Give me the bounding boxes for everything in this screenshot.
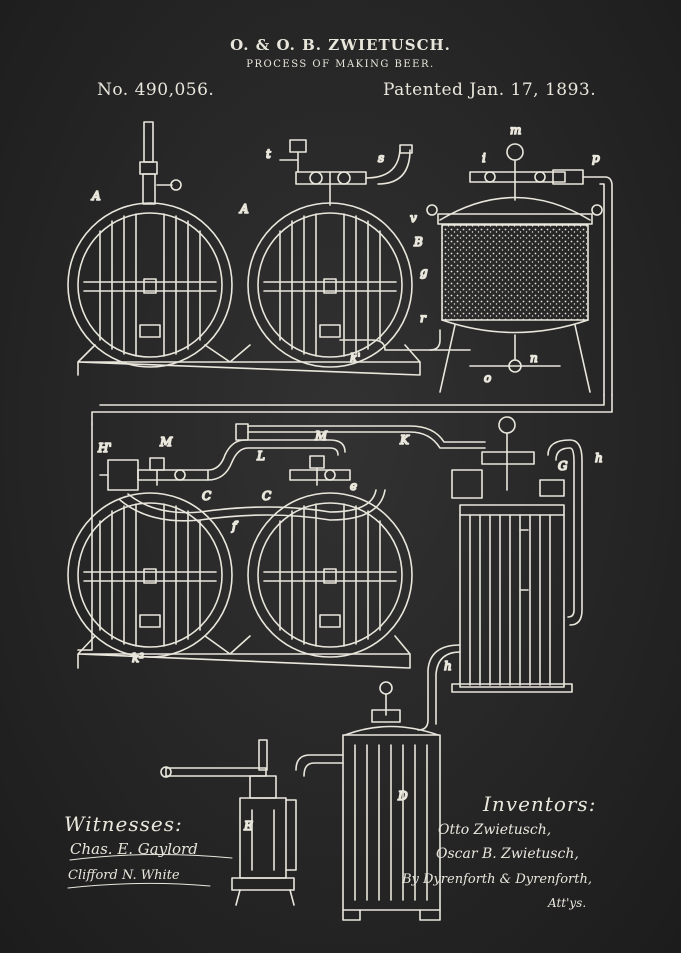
- label-r: r: [420, 311, 427, 325]
- witness-signature-2: Clifford N. White: [68, 868, 180, 883]
- pump-to-tank-pipe-inner: [303, 762, 344, 777]
- label-k: K: [399, 433, 410, 447]
- label-m-right: M: [314, 429, 328, 443]
- signature-underline-1: [69, 853, 233, 861]
- label-l: L: [256, 449, 265, 463]
- signature-underline-2: [67, 882, 211, 889]
- pump-to-tank-pipe: [295, 754, 344, 771]
- connecting-pipe-top: [339, 329, 441, 351]
- pipe-k: [247, 431, 486, 449]
- barrel-a-left: [67, 202, 233, 368]
- pump-e: [160, 739, 297, 906]
- label-c-right: C: [262, 489, 271, 503]
- witness-signature-1: Chas. E. Gaylord: [70, 840, 198, 858]
- barrel-c-left: [67, 492, 233, 658]
- bung-pipe-top-left: [139, 121, 182, 205]
- patent-title: O. & O. B. ZWIETUSCH.: [230, 36, 451, 54]
- label-g: g: [420, 265, 428, 279]
- label-a-right: A: [239, 202, 249, 216]
- fermenting-tank-b: [426, 143, 613, 396]
- label-k2: k²: [132, 651, 144, 665]
- fittings-top-right: [279, 139, 413, 206]
- label-i: i: [482, 151, 486, 165]
- attorneys-abbrev: Att'ys.: [548, 896, 587, 910]
- barrel-c-right: [247, 492, 413, 658]
- label-m-left: M: [159, 435, 173, 449]
- inventors-heading: Inventors:: [483, 792, 597, 816]
- barrel-stand-top: [77, 344, 421, 376]
- label-s: s: [378, 151, 384, 165]
- inventor-name-2: Oscar B. Zwietusch,: [436, 846, 579, 862]
- pipe-k-inner: [247, 425, 486, 443]
- patent-subtitle: PROCESS OF MAKING BEER.: [246, 59, 435, 70]
- label-h-lower: h: [444, 659, 452, 673]
- pipe-f: [119, 489, 386, 522]
- label-n: n: [530, 351, 538, 365]
- label-e-pump: E: [243, 819, 253, 833]
- label-c-left: C: [202, 489, 211, 503]
- label-b: B: [413, 235, 423, 249]
- pipe-p-top: [91, 394, 613, 425]
- label-t: t: [266, 147, 271, 161]
- pipe-p-inner: [99, 394, 605, 406]
- patent-number: No. 490,056.: [97, 80, 215, 100]
- label-d: D: [397, 789, 408, 803]
- barrel-stand-middle: [77, 635, 411, 669]
- label-p: p: [592, 151, 600, 165]
- barrel-a-right: [247, 202, 413, 368]
- attorneys-signature: By Dyrenforth & Dyrenforth,: [402, 872, 592, 887]
- pipe-h: [417, 644, 461, 731]
- pipe-p-left: [77, 423, 93, 651]
- label-h-pipe: h: [595, 451, 603, 465]
- label-e: e: [350, 479, 357, 493]
- pipe-f-inner: [127, 489, 377, 514]
- filter-cylinder: [451, 416, 583, 693]
- fittings-middle: [99, 423, 351, 491]
- label-o: o: [484, 371, 491, 385]
- label-h-prime: H': [97, 441, 112, 455]
- storage-tank-d: [342, 681, 441, 921]
- label-k-prime: k': [350, 351, 361, 365]
- pipe-h-inner: [435, 651, 461, 725]
- label-m: m: [510, 123, 521, 137]
- witnesses-heading: Witnesses:: [64, 812, 183, 836]
- label-v: v: [410, 211, 417, 225]
- label-a-left: A: [91, 189, 101, 203]
- inventor-name-1: Otto Zwietusch,: [438, 822, 552, 838]
- patent-date: Patented Jan. 17, 1893.: [383, 80, 597, 100]
- label-g-upper: G: [558, 459, 568, 473]
- label-f: f: [231, 519, 239, 533]
